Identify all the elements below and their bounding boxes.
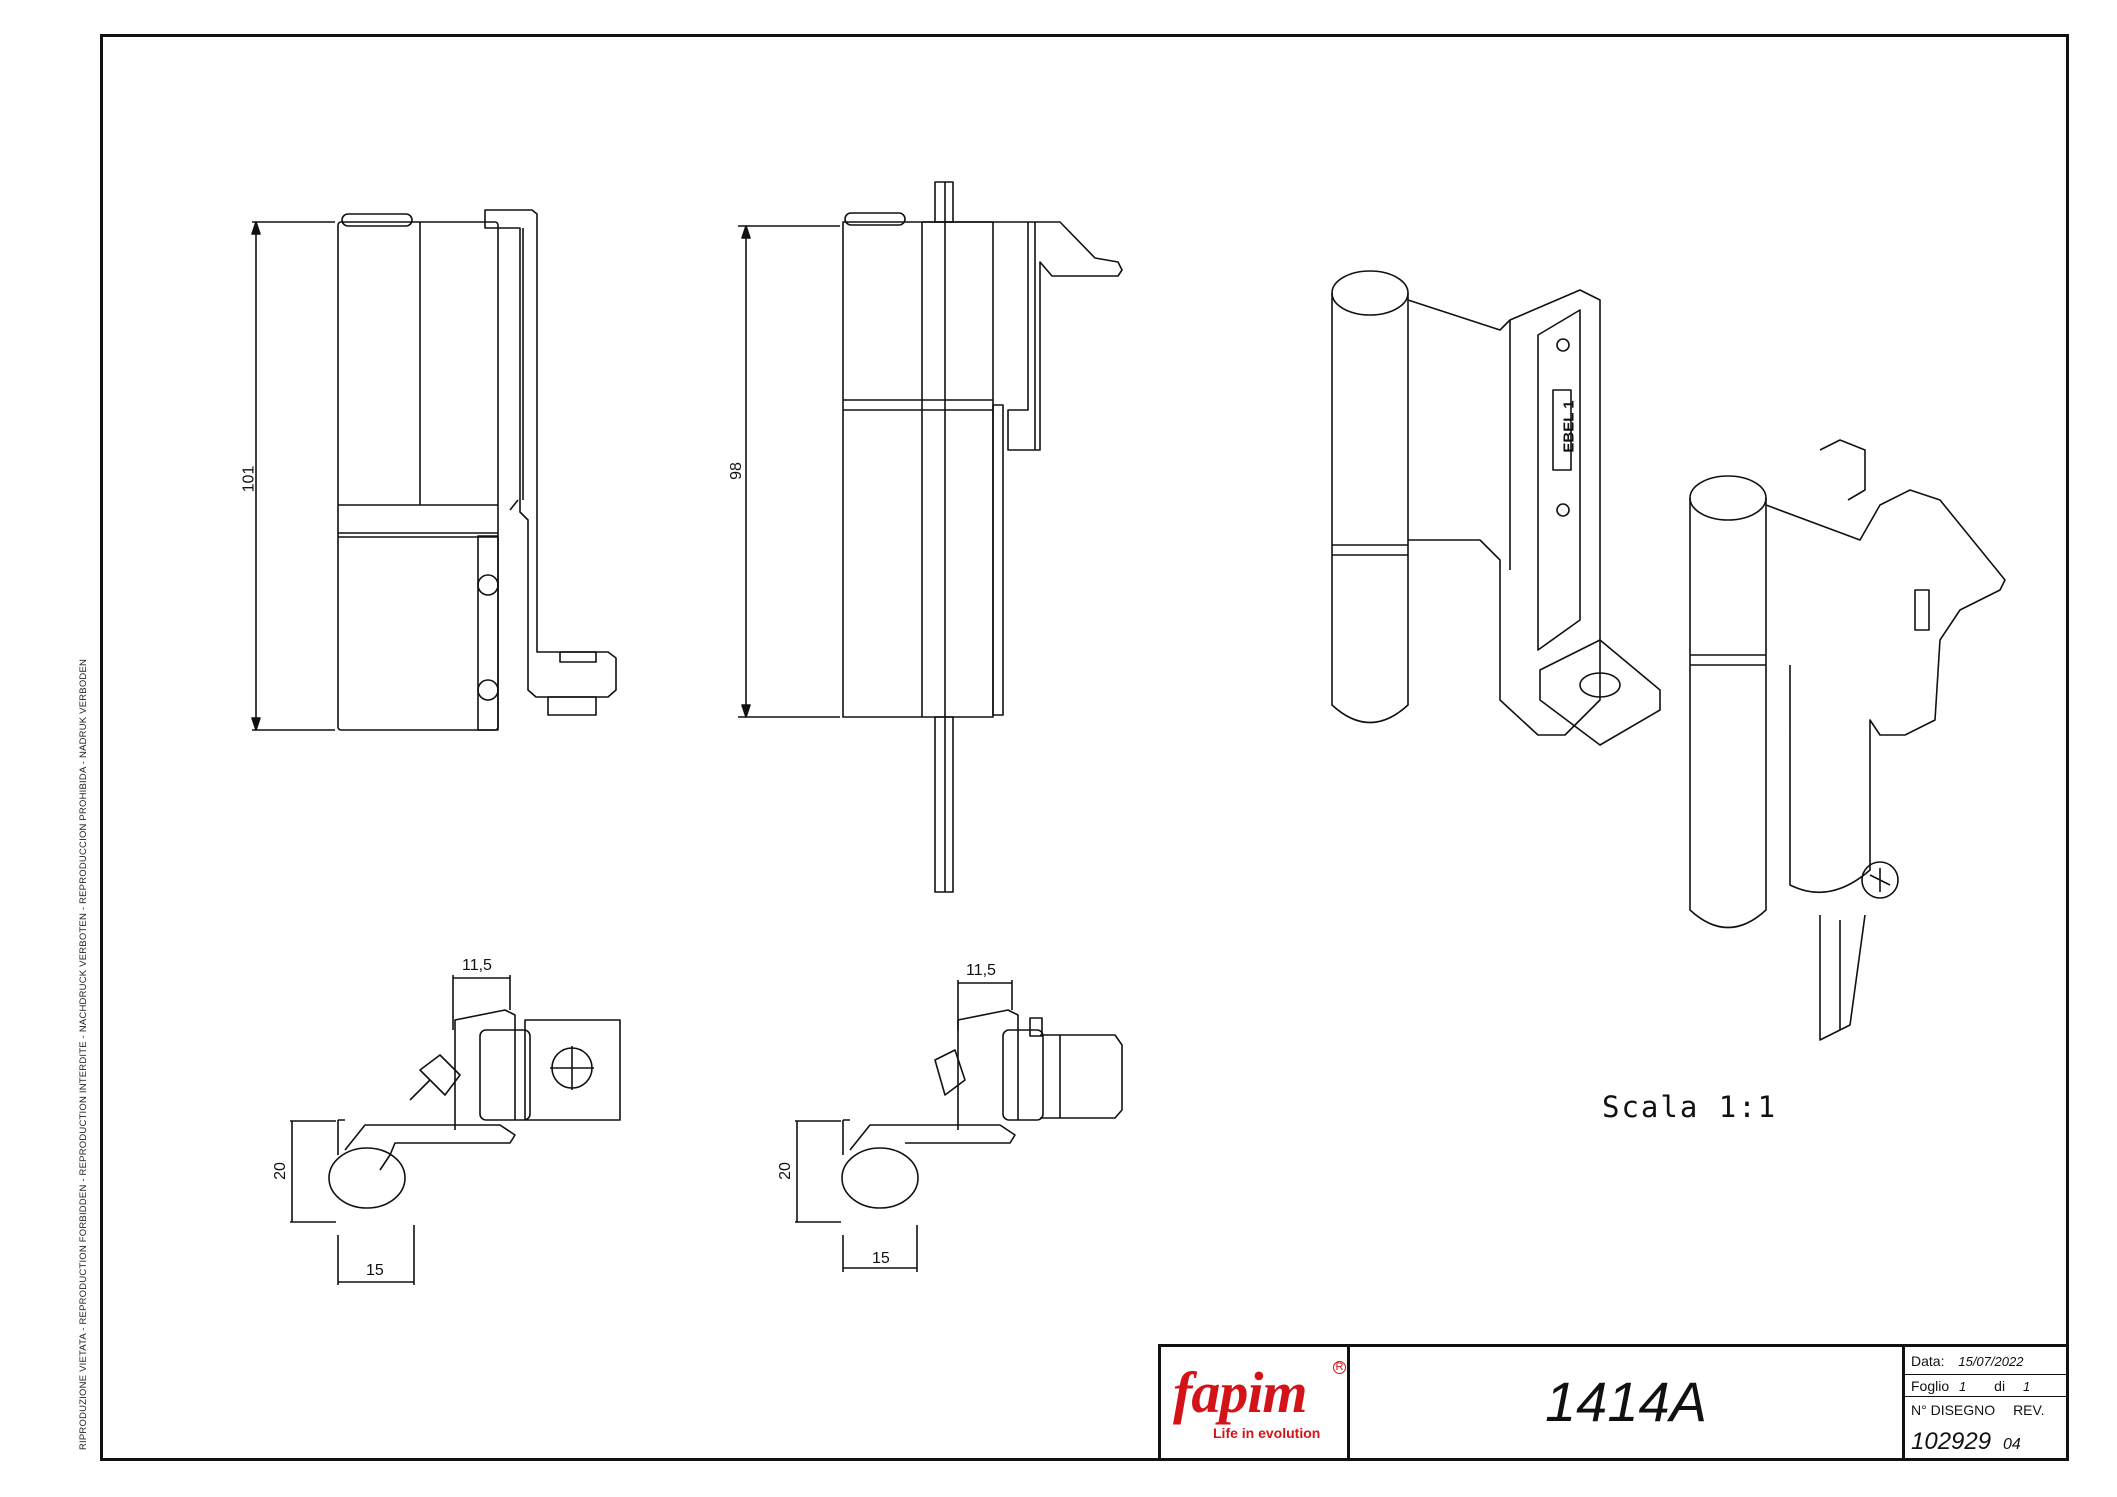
dimension-15-right: 15 [872, 1250, 890, 1267]
side-view [738, 181, 1123, 893]
dimension-11-5-left: 11,5 [462, 957, 492, 974]
product-code: 1414A [1545, 1370, 1707, 1433]
top-view-right [795, 980, 1123, 1272]
sheet-total: 1 [2022, 1379, 2031, 1394]
date-value: 15/07/2022 [1958, 1354, 2024, 1369]
logo-word: fapim [1173, 1360, 1308, 1425]
dimension-11-5-right: 11,5 [966, 962, 996, 979]
drawing-number-label: N° DISEGNO [1911, 1402, 1996, 1418]
sheet-of-label: di [1994, 1378, 2006, 1394]
title-block: fapim R Life in evolution 1414A Data: 15… [1158, 1344, 2069, 1461]
dimension-15-left: 15 [366, 1262, 384, 1279]
revision-number: 04 [2002, 1436, 2021, 1453]
fapim-logo: fapim R Life in evolution [1161, 1347, 1350, 1461]
sheet-label: Foglio [1911, 1378, 1950, 1394]
date-label: Data: [1911, 1353, 1945, 1369]
front-view [251, 209, 617, 731]
sheet-number: 1 [1959, 1379, 1967, 1394]
part-marking: EBEL 1 [1560, 400, 1578, 453]
drawing-number-header: N° DISEGNO REV. [1905, 1397, 2069, 1423]
dimension-20-right: 20 [776, 1162, 794, 1180]
scale-note: Scala 1:1 [1602, 1090, 1778, 1124]
dimension-101: 101 [240, 465, 258, 493]
logo-tagline: Life in evolution [1213, 1425, 1321, 1441]
drawing-number: 102929 [1911, 1428, 1992, 1455]
dimension-98: 98 [727, 462, 745, 480]
top-view-left [290, 975, 621, 1285]
drawing-number-row: 102929 04 [1905, 1423, 2069, 1461]
date-row: Data: 15/07/2022 [1905, 1347, 2069, 1375]
dimension-20-left: 20 [271, 1162, 289, 1180]
product-code-cell: 1414A [1350, 1347, 1905, 1461]
revision-label: REV. [2013, 1402, 2045, 1418]
isometric-view-left [1331, 270, 1661, 746]
drawing-info: Data: 15/07/2022 Foglio 1 di 1 N° DISEGN… [1905, 1347, 2069, 1461]
registered-mark: R [1333, 1361, 1346, 1374]
isometric-view-right [1689, 439, 2006, 1041]
sheet-row: Foglio 1 di 1 [1905, 1375, 2069, 1397]
drawing-frame [100, 34, 2069, 1461]
